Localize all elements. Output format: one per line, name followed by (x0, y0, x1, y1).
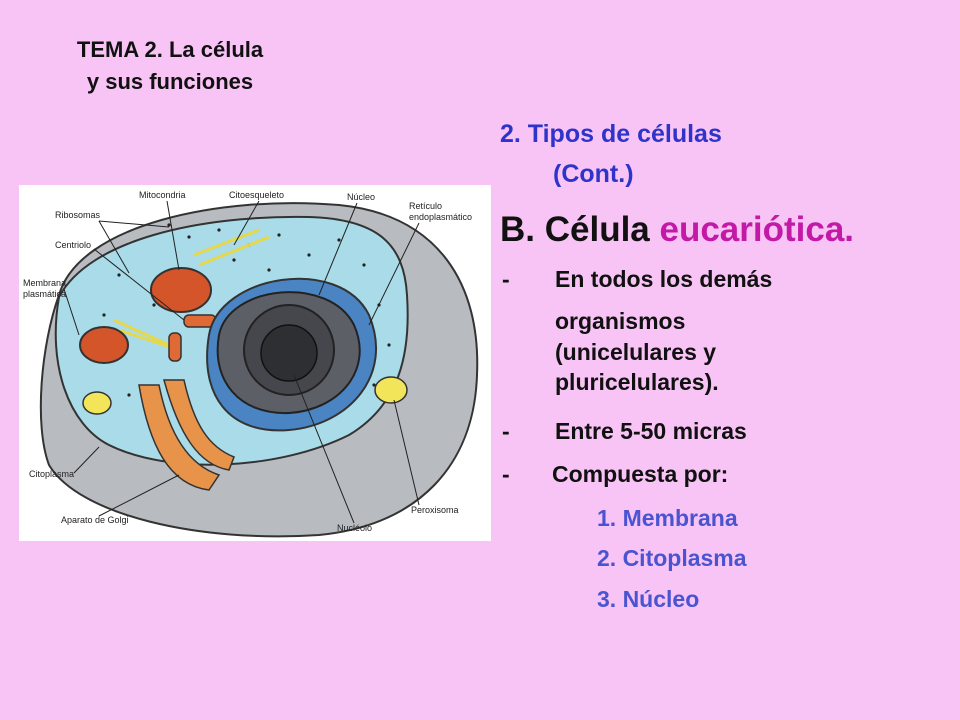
nucleolus (260, 324, 318, 382)
label-nucleolo: Nucléolo (337, 523, 372, 533)
subtitle-line-2: (Cont.) (553, 160, 634, 188)
cell-illustration: Mitocondria Citoesqueleto Núcleo Retícul… (23, 190, 479, 538)
list-item-membrana: 1. Membrana (597, 505, 738, 531)
centriole-2 (168, 332, 182, 362)
label-membrana-2: plasmática (23, 289, 66, 299)
slide-title: TEMA 2. La célula y sus funciones (40, 34, 300, 98)
leader-lines (63, 200, 420, 524)
subtitle-line-1: 2. Tipos de células (500, 120, 722, 148)
mitochondrion-1 (150, 267, 212, 313)
label-reticulo-2: endoplasmático (409, 212, 472, 222)
label-nucleo: Núcleo (347, 192, 375, 202)
bullet-3-line-1: Compuesta por: (552, 461, 729, 487)
label-peroxisoma: Peroxisoma (411, 505, 459, 515)
label-membrana-1: Membrana (23, 278, 66, 288)
bullet-1-marker: - (502, 266, 510, 292)
label-citoplasma: Citoplasma (29, 469, 74, 479)
list-item-nucleo: 3. Núcleo (597, 586, 700, 612)
golgi-apparatus-2 (163, 379, 235, 471)
title-line-2: y sus funciones (86, 69, 254, 94)
label-citoesqueleto: Citoesqueleto (229, 190, 284, 200)
bullet-1-line-4: pluricelulares). (555, 369, 719, 395)
golgi-apparatus (138, 384, 221, 491)
bullet-3-marker: - (502, 461, 510, 487)
bullet-2-line-1: Entre 5-50 micras (555, 418, 747, 444)
bullet-1-line-1: En todos los demás (555, 266, 773, 292)
heading-highlight: eucariótica. (659, 210, 855, 249)
label-ribosomas: Ribosomas (55, 210, 101, 220)
section-heading: B. Célula eucariótica. (500, 210, 854, 250)
label-mitocondria: Mitocondria (139, 190, 186, 200)
bullet-2-marker: - (502, 418, 510, 444)
bullet-1-line-3: (unicelulares y (555, 339, 717, 365)
eukaryotic-cell-diagram: Mitocondria Citoesqueleto Núcleo Retícul… (19, 185, 491, 541)
mitochondrion-2 (79, 326, 129, 364)
bullet-1-line-2: organismos (555, 308, 686, 334)
label-centriolo: Centriolo (55, 240, 91, 250)
label-golgi: Aparato de Golgi (61, 515, 129, 525)
peroxisome (374, 376, 408, 404)
title-line-1: TEMA 2. La célula (76, 37, 264, 62)
label-reticulo-1: Retículo (409, 201, 442, 211)
list-item-citoplasma: 2. Citoplasma (597, 545, 747, 571)
vesicle-1 (82, 391, 112, 415)
heading-prefix: B. Célula (500, 210, 650, 249)
